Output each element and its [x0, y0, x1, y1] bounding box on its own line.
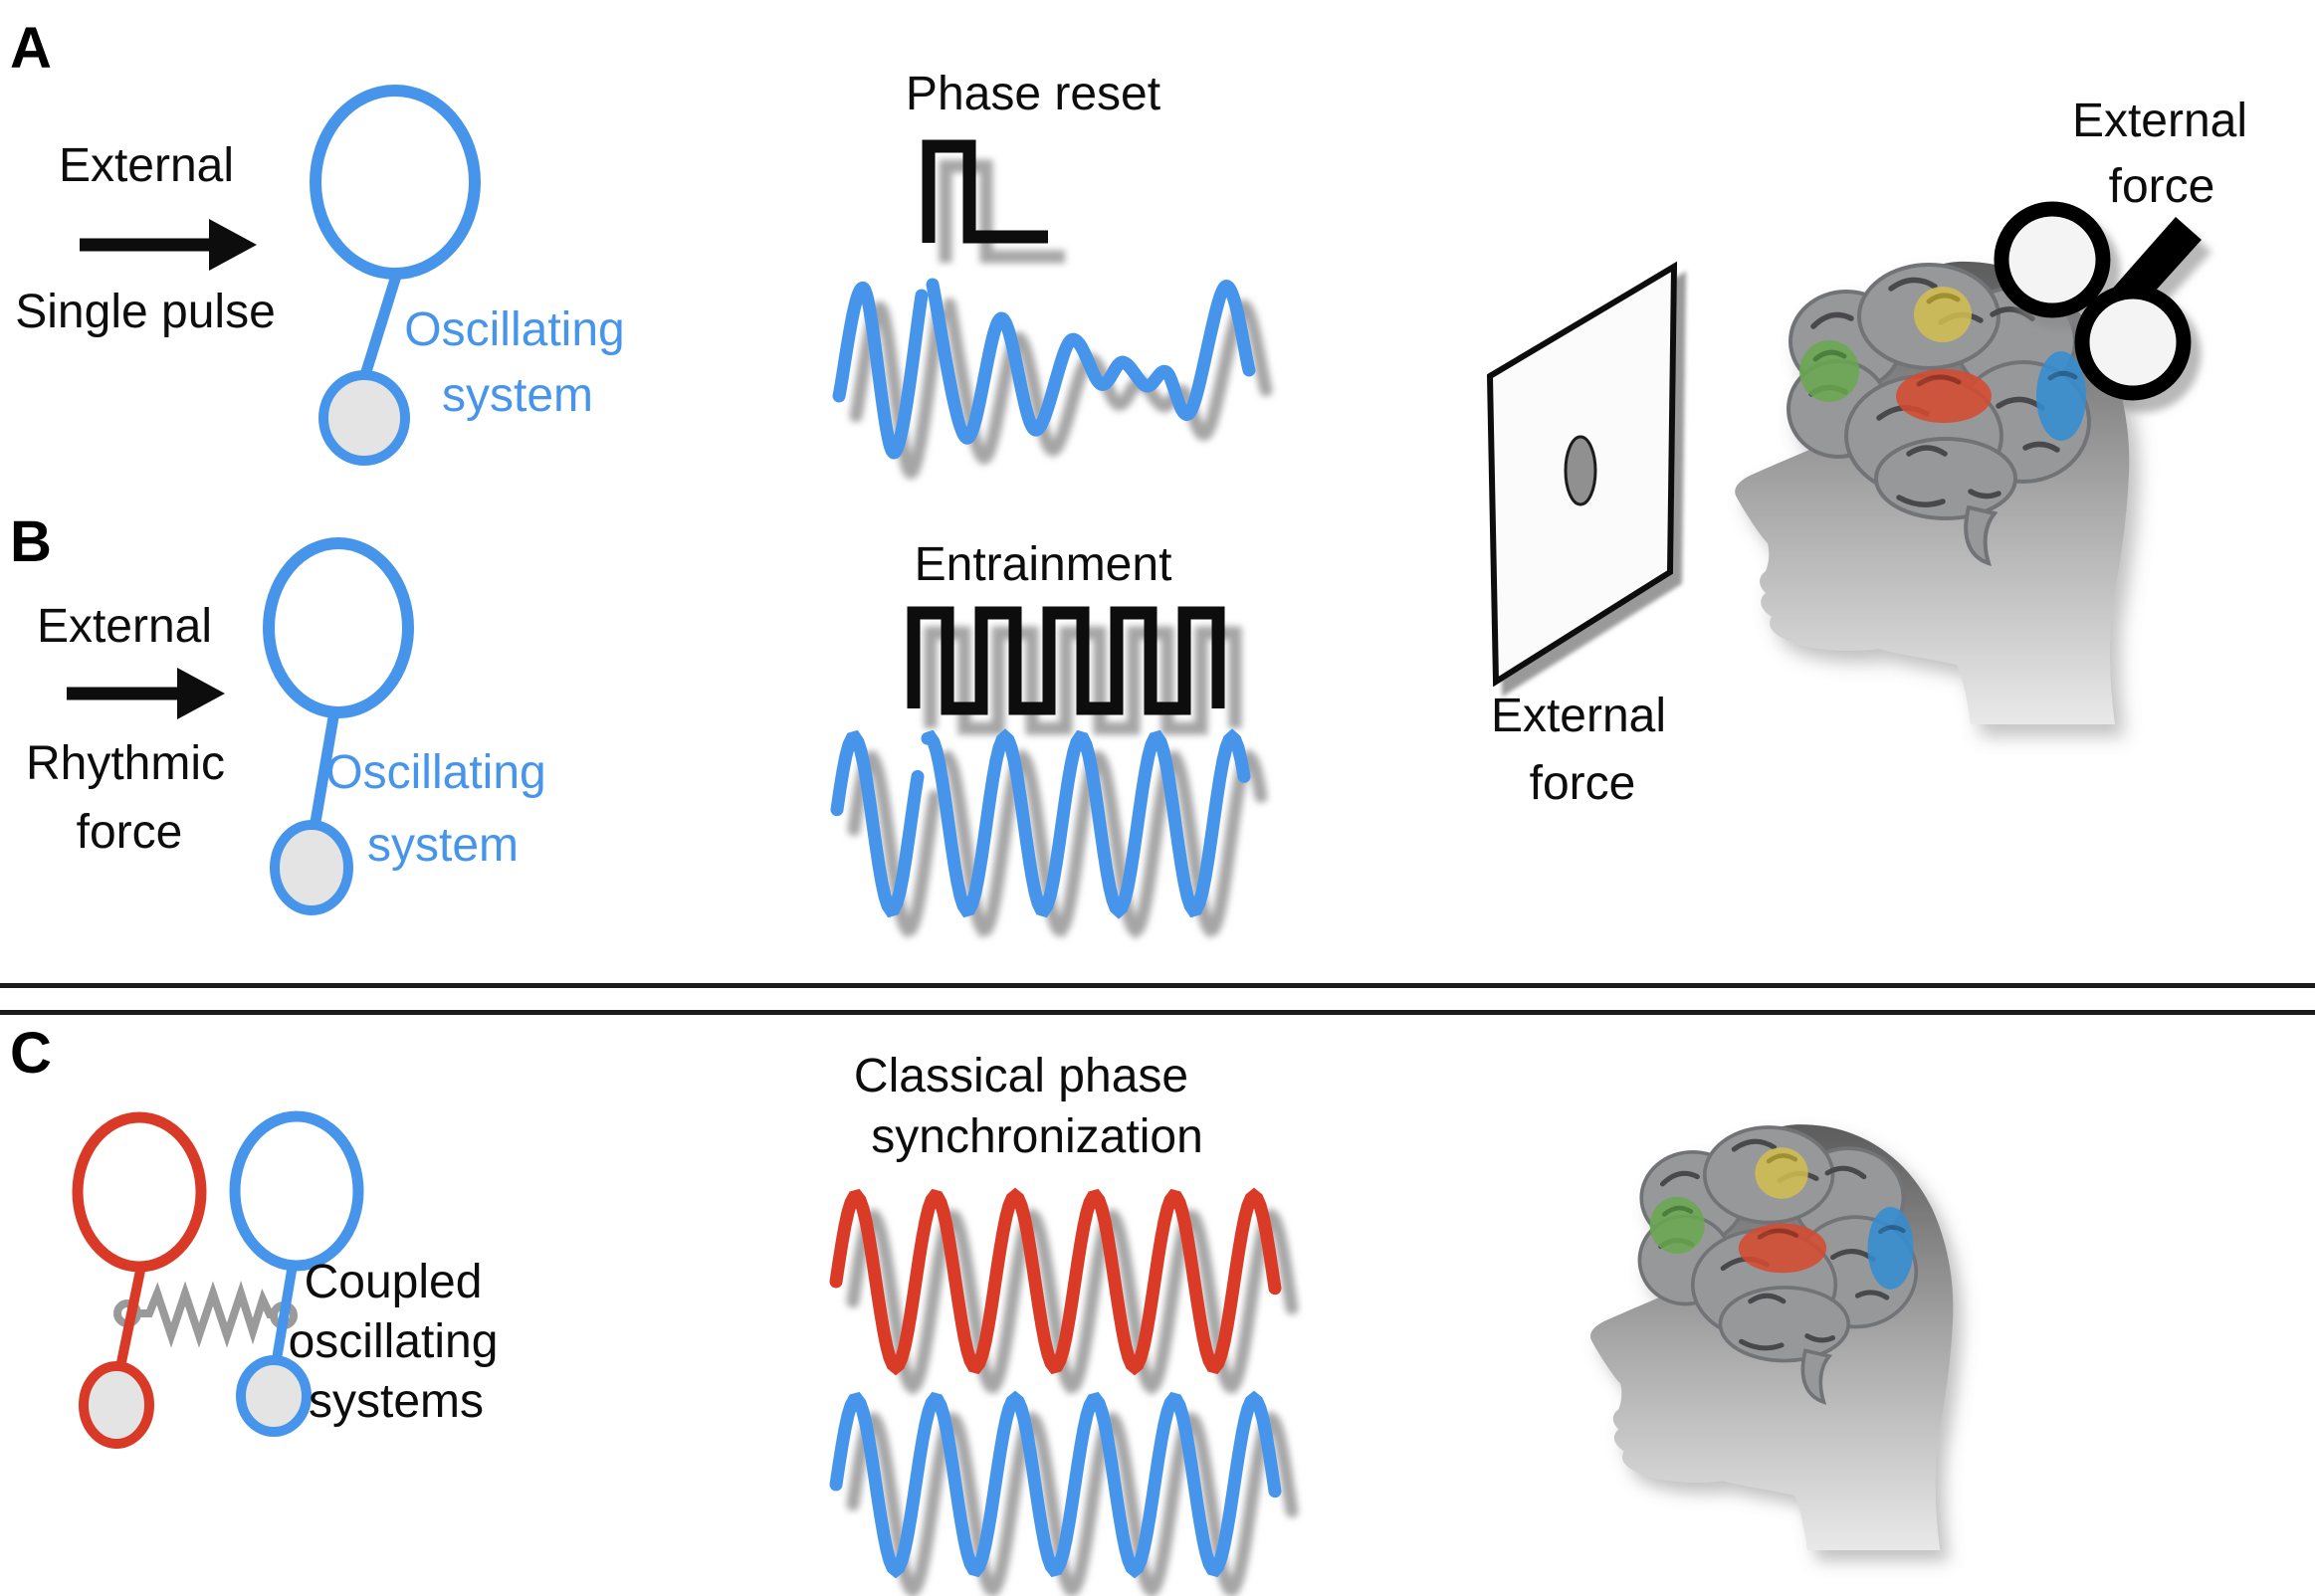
- coil-loop-lower: [2074, 284, 2192, 401]
- pendulum-rod: [309, 710, 340, 829]
- pendulum-wheel: [310, 85, 481, 280]
- pendulum-wheel: [229, 1110, 364, 1272]
- panel-b-stimulus-line1: External: [36, 600, 213, 653]
- panel-c-label: C: [10, 1021, 52, 1086]
- pendulum-a: [310, 85, 481, 466]
- spring-coil: [137, 1281, 274, 1348]
- rhythmic-pulse-train-icon: [907, 606, 1225, 715]
- panel-c-wave-title-line2: synchronization: [871, 1110, 1203, 1163]
- coil-loop-upper: [1994, 201, 2111, 318]
- panel-divider: [0, 983, 2315, 1015]
- tms-coil-icon: [1994, 201, 2202, 401]
- force-arrow-b: [67, 668, 225, 719]
- arrowhead: [177, 668, 225, 719]
- panel-c-coupled-label-line1: Coupled: [304, 1256, 483, 1308]
- pendulum-c-red: [72, 1111, 207, 1449]
- sync-wave-red: [829, 1187, 1282, 1376]
- arrowhead: [209, 219, 257, 271]
- entrained-wave: [830, 728, 1251, 919]
- pendulum-wheel: [263, 537, 414, 718]
- pendulum-rod: [272, 1264, 298, 1360]
- panel-b-screen-label-line1: External: [1490, 690, 1667, 742]
- pendulum-bob: [318, 370, 410, 466]
- visual-stimulus-screen-icon: [1486, 261, 1678, 688]
- head-brain-a: [1735, 262, 2129, 724]
- panel-b-oscillator-label-line2: system: [366, 819, 520, 872]
- panel-b-label: B: [10, 509, 52, 574]
- pendulum-wheel: [72, 1111, 207, 1273]
- phase-reset-wave: [832, 278, 1256, 460]
- panel-b-screen-label-line2: force: [1529, 757, 1636, 810]
- stimulus-dot: [1564, 435, 1597, 506]
- pendulum-rod: [358, 271, 403, 380]
- panel-a-coil-label-line2: force: [2108, 160, 2215, 213]
- panel-c-coupled-label-line2: oscillating: [288, 1315, 499, 1368]
- sync-wave-blue: [829, 1390, 1282, 1579]
- pendulum-b: [263, 537, 414, 915]
- pendulum-bob: [79, 1361, 154, 1449]
- panel-b-wave-title: Entrainment: [914, 538, 1172, 591]
- coupling-spring-icon: [113, 1281, 298, 1348]
- panel-c-coupled-label-line3: systems: [308, 1375, 485, 1428]
- pendulum-rod: [115, 1264, 146, 1369]
- panel-a-oscillator-label-line1: Oscillating: [404, 303, 625, 356]
- panel-b-stimulus-line3: force: [76, 806, 183, 859]
- pendulum-bob: [270, 820, 353, 915]
- panel-a-oscillator-label-line2: system: [441, 369, 594, 422]
- panel-b-oscillator-label-line1: Oscillating: [325, 746, 546, 799]
- force-arrow-a: [80, 219, 257, 271]
- panel-c-wave-title-line1: Classical phase: [853, 1050, 1189, 1102]
- panel-b-stimulus-line2: Rhythmic: [25, 737, 226, 790]
- single-pulse-icon: [922, 139, 1048, 244]
- panel-a-coil-label-line1: External: [2071, 95, 2248, 147]
- pendulum-bob: [236, 1355, 312, 1437]
- panel-a-stimulus-line2: Single pulse: [15, 286, 276, 338]
- panel-a-label: A: [10, 16, 52, 81]
- head-brain-c: [1590, 1124, 1953, 1550]
- panel-a-stimulus-line1: External: [58, 139, 235, 192]
- pendulum-c-blue: [229, 1110, 364, 1437]
- panel-a-wave-title: Phase reset: [905, 68, 1161, 120]
